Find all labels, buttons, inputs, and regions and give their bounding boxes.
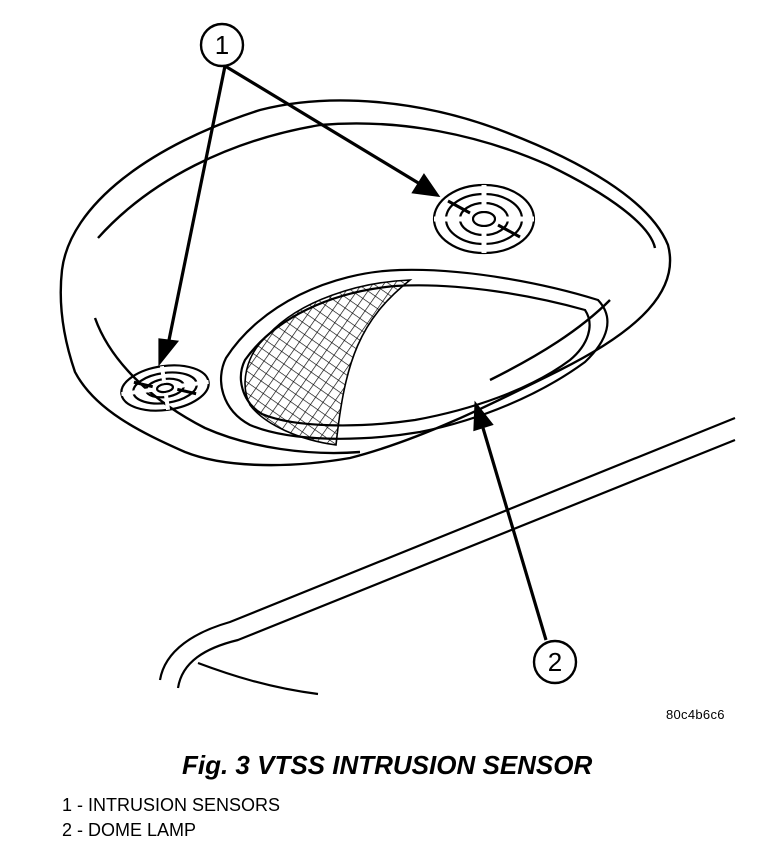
headliner-trim	[158, 416, 736, 696]
overhead-console	[59, 99, 672, 467]
callout-1-leaders	[158, 64, 441, 367]
figure-caption: Fig. 3 VTSS INTRUSION SENSOR	[182, 750, 593, 780]
callout-2: 2	[473, 400, 578, 685]
intrusion-sensor-right	[432, 183, 536, 255]
callout-2-leader	[473, 400, 548, 641]
callout-1-number: 1	[215, 30, 229, 60]
illustration-reference-code: 80c4b6c6	[666, 707, 725, 722]
dome-lamp	[219, 268, 609, 446]
callout-2-number: 2	[548, 647, 562, 677]
callout-1: 1	[158, 22, 441, 367]
vtss-intrusion-sensor-diagram: 1 2	[59, 22, 736, 696]
legend-item-intrusion-sensors: 1 - INTRUSION SENSORS	[62, 795, 281, 815]
intrusion-sensor-left	[120, 364, 210, 412]
legend-item-dome-lamp: 2 - DOME LAMP	[62, 820, 197, 840]
